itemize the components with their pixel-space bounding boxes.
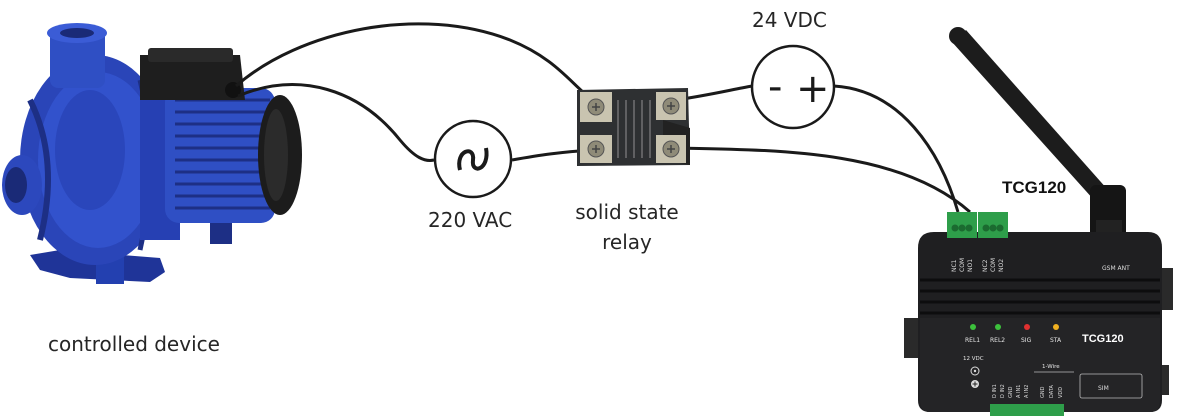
pin-label-com1: COM <box>959 258 966 272</box>
dc-plus-sign: + <box>796 66 830 112</box>
pump-image <box>2 23 302 284</box>
power-label: 12 VDC <box>963 356 984 362</box>
gsm-antenna-label: GSM ANT <box>1102 265 1130 272</box>
sine-wave-icon <box>457 147 489 171</box>
dc-source-label: 24 VDC <box>752 8 827 32</box>
device-label: controlled device <box>48 332 220 356</box>
led-label-rel2: REL2 <box>990 337 1005 344</box>
led-sta <box>1053 324 1059 330</box>
solid-state-relay <box>577 88 690 166</box>
pin-label-com2: COM <box>990 258 997 272</box>
relay-label-line2: relay <box>602 230 652 254</box>
pin-label-nc1: NC1 <box>951 259 958 272</box>
led-label-sig: SIG <box>1021 337 1032 344</box>
power-jack-icon <box>970 366 980 376</box>
dc-minus-sign: - <box>768 64 782 110</box>
led-rel1 <box>970 324 976 330</box>
input-label-data: DATA <box>1049 385 1055 398</box>
controller-label: TCG120 <box>1002 178 1067 197</box>
ac-source-label: 220 VAC <box>428 208 513 232</box>
input-label-din2: D IN2 <box>1000 384 1006 398</box>
wires <box>235 22 971 214</box>
input-label-ain1: A IN1 <box>1016 385 1022 398</box>
led-label-rel1: REL1 <box>965 337 980 344</box>
input-label-vdd: VDD <box>1058 387 1064 398</box>
led-rel2 <box>995 324 1001 330</box>
pin-label-no2: NO2 <box>998 259 1005 272</box>
onewire-label: 1-Wire <box>1042 364 1060 370</box>
relay-label-line1: solid state <box>575 200 679 224</box>
sim-label: SIM <box>1098 385 1109 392</box>
wire-pump-to-ac-source <box>237 83 435 162</box>
wire-dc-plus-to-controller <box>833 84 960 213</box>
input-label-gnd2: GND <box>1040 386 1046 398</box>
pin-label-nc2: NC2 <box>982 259 989 272</box>
device-brand-label: TCG120 <box>1082 333 1124 345</box>
wire-pump-to-relay <box>235 22 595 102</box>
input-label-ain2: A IN2 <box>1024 385 1030 398</box>
wire-relay-to-controller <box>675 146 971 214</box>
tcg120-device: NC1 COM NO1 NC2 COM NO2 GSM ANT REL1 REL… <box>904 212 1173 416</box>
ac-source-symbol <box>433 119 513 199</box>
relay-label: solid state relay <box>568 197 686 257</box>
dc-source-symbol: - + <box>750 44 836 130</box>
led-sig <box>1024 324 1030 330</box>
pin-label-no1: NO1 <box>967 259 974 272</box>
input-label-gnd1: GND <box>1008 386 1014 398</box>
led-label-sta: STA <box>1050 337 1062 344</box>
sim-slot <box>1079 373 1143 399</box>
input-label-din1: D IN1 <box>992 384 998 398</box>
